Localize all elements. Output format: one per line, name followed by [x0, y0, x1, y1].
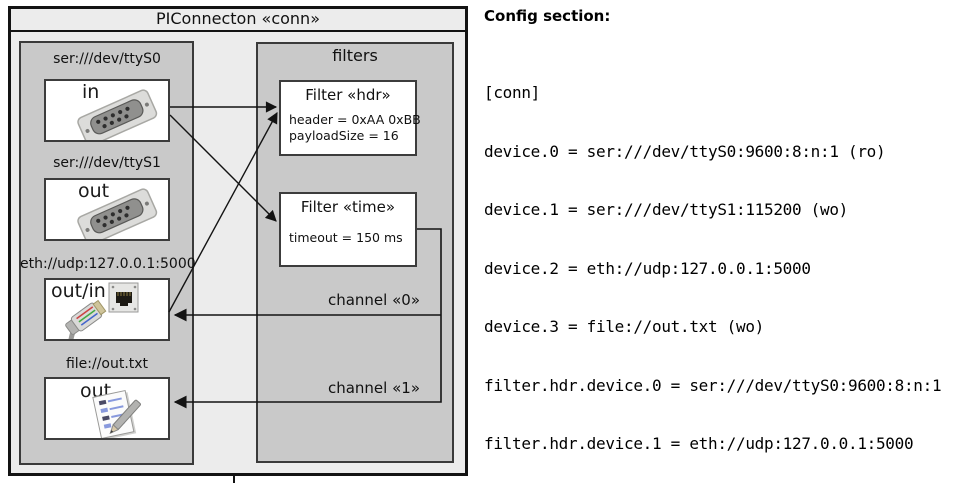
device-url-label-ttys1: ser:///dev/ttyS1 — [53, 155, 161, 171]
config-line: device.2 = eth://udp:127.0.0.1:5000 — [484, 258, 811, 278]
filter-hdr-title: Filter «hdr» — [305, 86, 391, 104]
device-box-eth: out/in — [44, 278, 170, 341]
title-separator — [10, 30, 466, 32]
device-mode-label: in — [82, 81, 100, 103]
serial-connector-icon — [77, 89, 158, 140]
config-text-block: [conn] device.0 = ser:///dev/ttyS0:9600:… — [484, 44, 951, 484]
device-mode-label: out — [78, 180, 110, 202]
config-line: device.0 = ser:///dev/ttyS0:9600:8:n:1 (… — [484, 141, 886, 161]
channel-1-label: channel «1» — [327, 379, 420, 397]
config-line: filter.hdr.device.0 = ser:///dev/ttyS0:9… — [484, 375, 942, 395]
device-url-label-eth: eth://udp:127.0.0.1:5000 — [20, 256, 196, 272]
device-url-label-file: file://out.txt — [65, 356, 149, 372]
filter-hdr-box: Filter «hdr» header = 0xAA 0xBB payloadS… — [279, 80, 421, 156]
notepad-icon — [92, 389, 141, 438]
device-box-ttys1: out — [44, 178, 170, 241]
filter-hdr-attr-header: header = 0xAA 0xBB — [289, 112, 421, 127]
device-box-ttys0: in — [44, 79, 170, 142]
channel-0-label: channel «0» — [327, 291, 420, 309]
config-line: filter.hdr.device.1 = eth://udp:127.0.0.… — [484, 434, 914, 453]
filter-time-attr-timeout: timeout = 150 ms — [289, 230, 403, 245]
device-url-label-ttys0: ser:///dev/ttyS0 — [53, 51, 161, 67]
config-line: device.3 = file://out.txt (wo) — [484, 317, 764, 336]
config-line: [conn] — [484, 83, 540, 102]
filters-panel-title: filters — [332, 46, 378, 65]
filter-hdr-attr-payloadsize: payloadSize = 16 — [289, 128, 399, 143]
filter-time-box: Filter «time» timeout = 150 ms — [279, 192, 417, 267]
config-line: device.1 = ser:///dev/ttyS1:115200 (wo) — [484, 200, 848, 219]
bottom-tick-mark — [233, 474, 235, 483]
serial-connector-icon — [77, 188, 158, 239]
filter-time-title: Filter «time» — [300, 198, 396, 216]
device-box-file: out — [44, 377, 170, 440]
device-mode-label: out/in — [51, 280, 106, 302]
ethernet-port-icon — [108, 282, 139, 313]
ethernet-plug-icon — [65, 299, 107, 339]
diagram-title: PIConnecton «conn» — [156, 9, 320, 28]
config-section-heading: Config section: — [484, 7, 611, 25]
